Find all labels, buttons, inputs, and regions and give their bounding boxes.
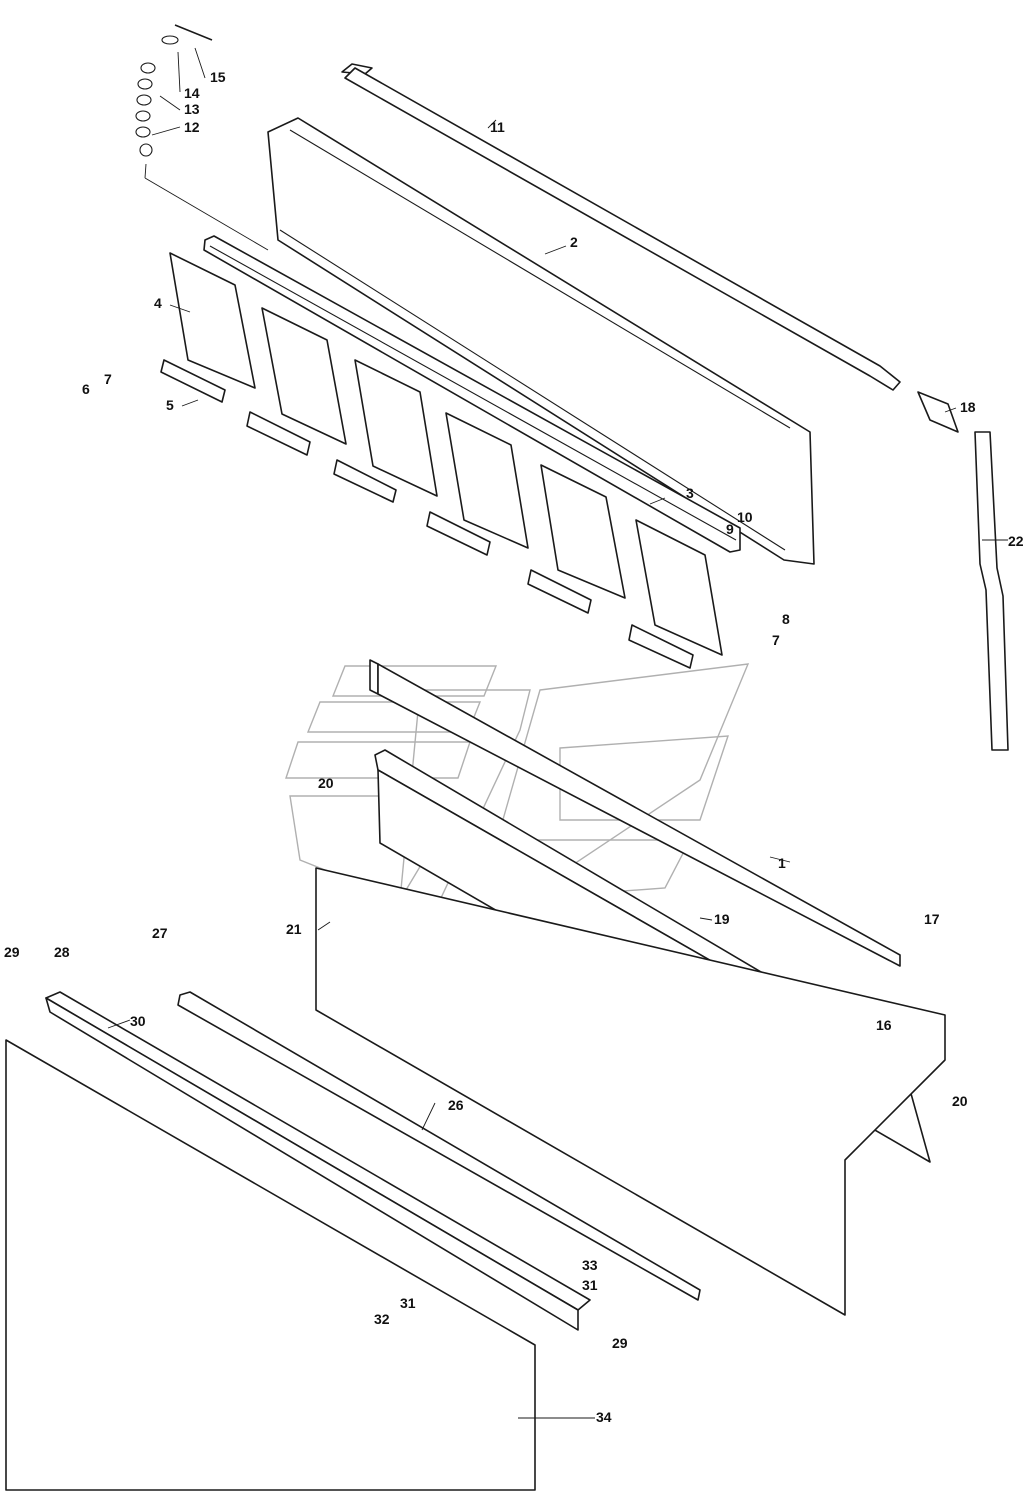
part-4-window-panels (169, 252, 723, 656)
callout-c15: 15 (210, 69, 226, 85)
callout-c4: 4 (154, 295, 162, 311)
callout-c31a: 31 (582, 1277, 598, 1293)
callout-c28: 28 (54, 944, 70, 960)
callout-c20b: 20 (952, 1093, 968, 1109)
callout-c17: 17 (924, 911, 940, 927)
part-34-panel (5, 1039, 536, 1491)
part-18-block (917, 391, 959, 433)
callout-c13: 13 (184, 101, 200, 117)
callout-c8: 8 (782, 611, 790, 627)
callout-c9: 9 (726, 521, 734, 537)
callout-c21: 21 (286, 921, 302, 937)
callout-c7b: 7 (772, 632, 780, 648)
callout-c5: 5 (166, 397, 174, 413)
callout-c7a: 7 (104, 371, 112, 387)
callout-c29b: 29 (612, 1335, 628, 1351)
part-21-panel (315, 867, 946, 1316)
callout-c20a: 20 (318, 775, 334, 791)
part-22-bracket (974, 431, 1009, 751)
part-3-rail (203, 235, 741, 553)
callout-c30: 30 (130, 1013, 146, 1029)
part-1-strip (369, 659, 901, 967)
part-5-strips (160, 359, 694, 669)
callout-c3: 3 (686, 485, 694, 501)
callout-c22: 22 (1008, 533, 1024, 549)
parts-12-15-chain (135, 24, 269, 251)
callout-c33: 33 (582, 1257, 598, 1273)
callout-c6: 6 (82, 381, 90, 397)
callout-c31b: 31 (400, 1295, 416, 1311)
callout-c16: 16 (876, 1017, 892, 1033)
callout-c12: 12 (184, 119, 200, 135)
callout-c10: 10 (737, 509, 753, 525)
callout-labels: 1 2 3 4 5 6 7 7 8 9 10 11 12 13 14 15 16… (4, 69, 1024, 1425)
part-26-strip (177, 991, 701, 1301)
callout-c14: 14 (184, 85, 200, 101)
part-2-upper-panel (267, 117, 815, 565)
leader-lines (107, 47, 1008, 1419)
callout-c27: 27 (152, 925, 168, 941)
part-11-rod (341, 63, 901, 391)
callout-c26: 26 (448, 1097, 464, 1113)
callout-c18: 18 (960, 399, 976, 415)
callout-c29a: 29 (4, 944, 20, 960)
callout-c19: 19 (714, 911, 730, 927)
callout-c34: 34 (596, 1409, 612, 1425)
part-30-angle (45, 991, 591, 1331)
callout-c2: 2 (570, 234, 578, 250)
callout-c1: 1 (778, 855, 786, 871)
callout-c32: 32 (374, 1311, 390, 1327)
callout-c11: 11 (490, 119, 505, 135)
